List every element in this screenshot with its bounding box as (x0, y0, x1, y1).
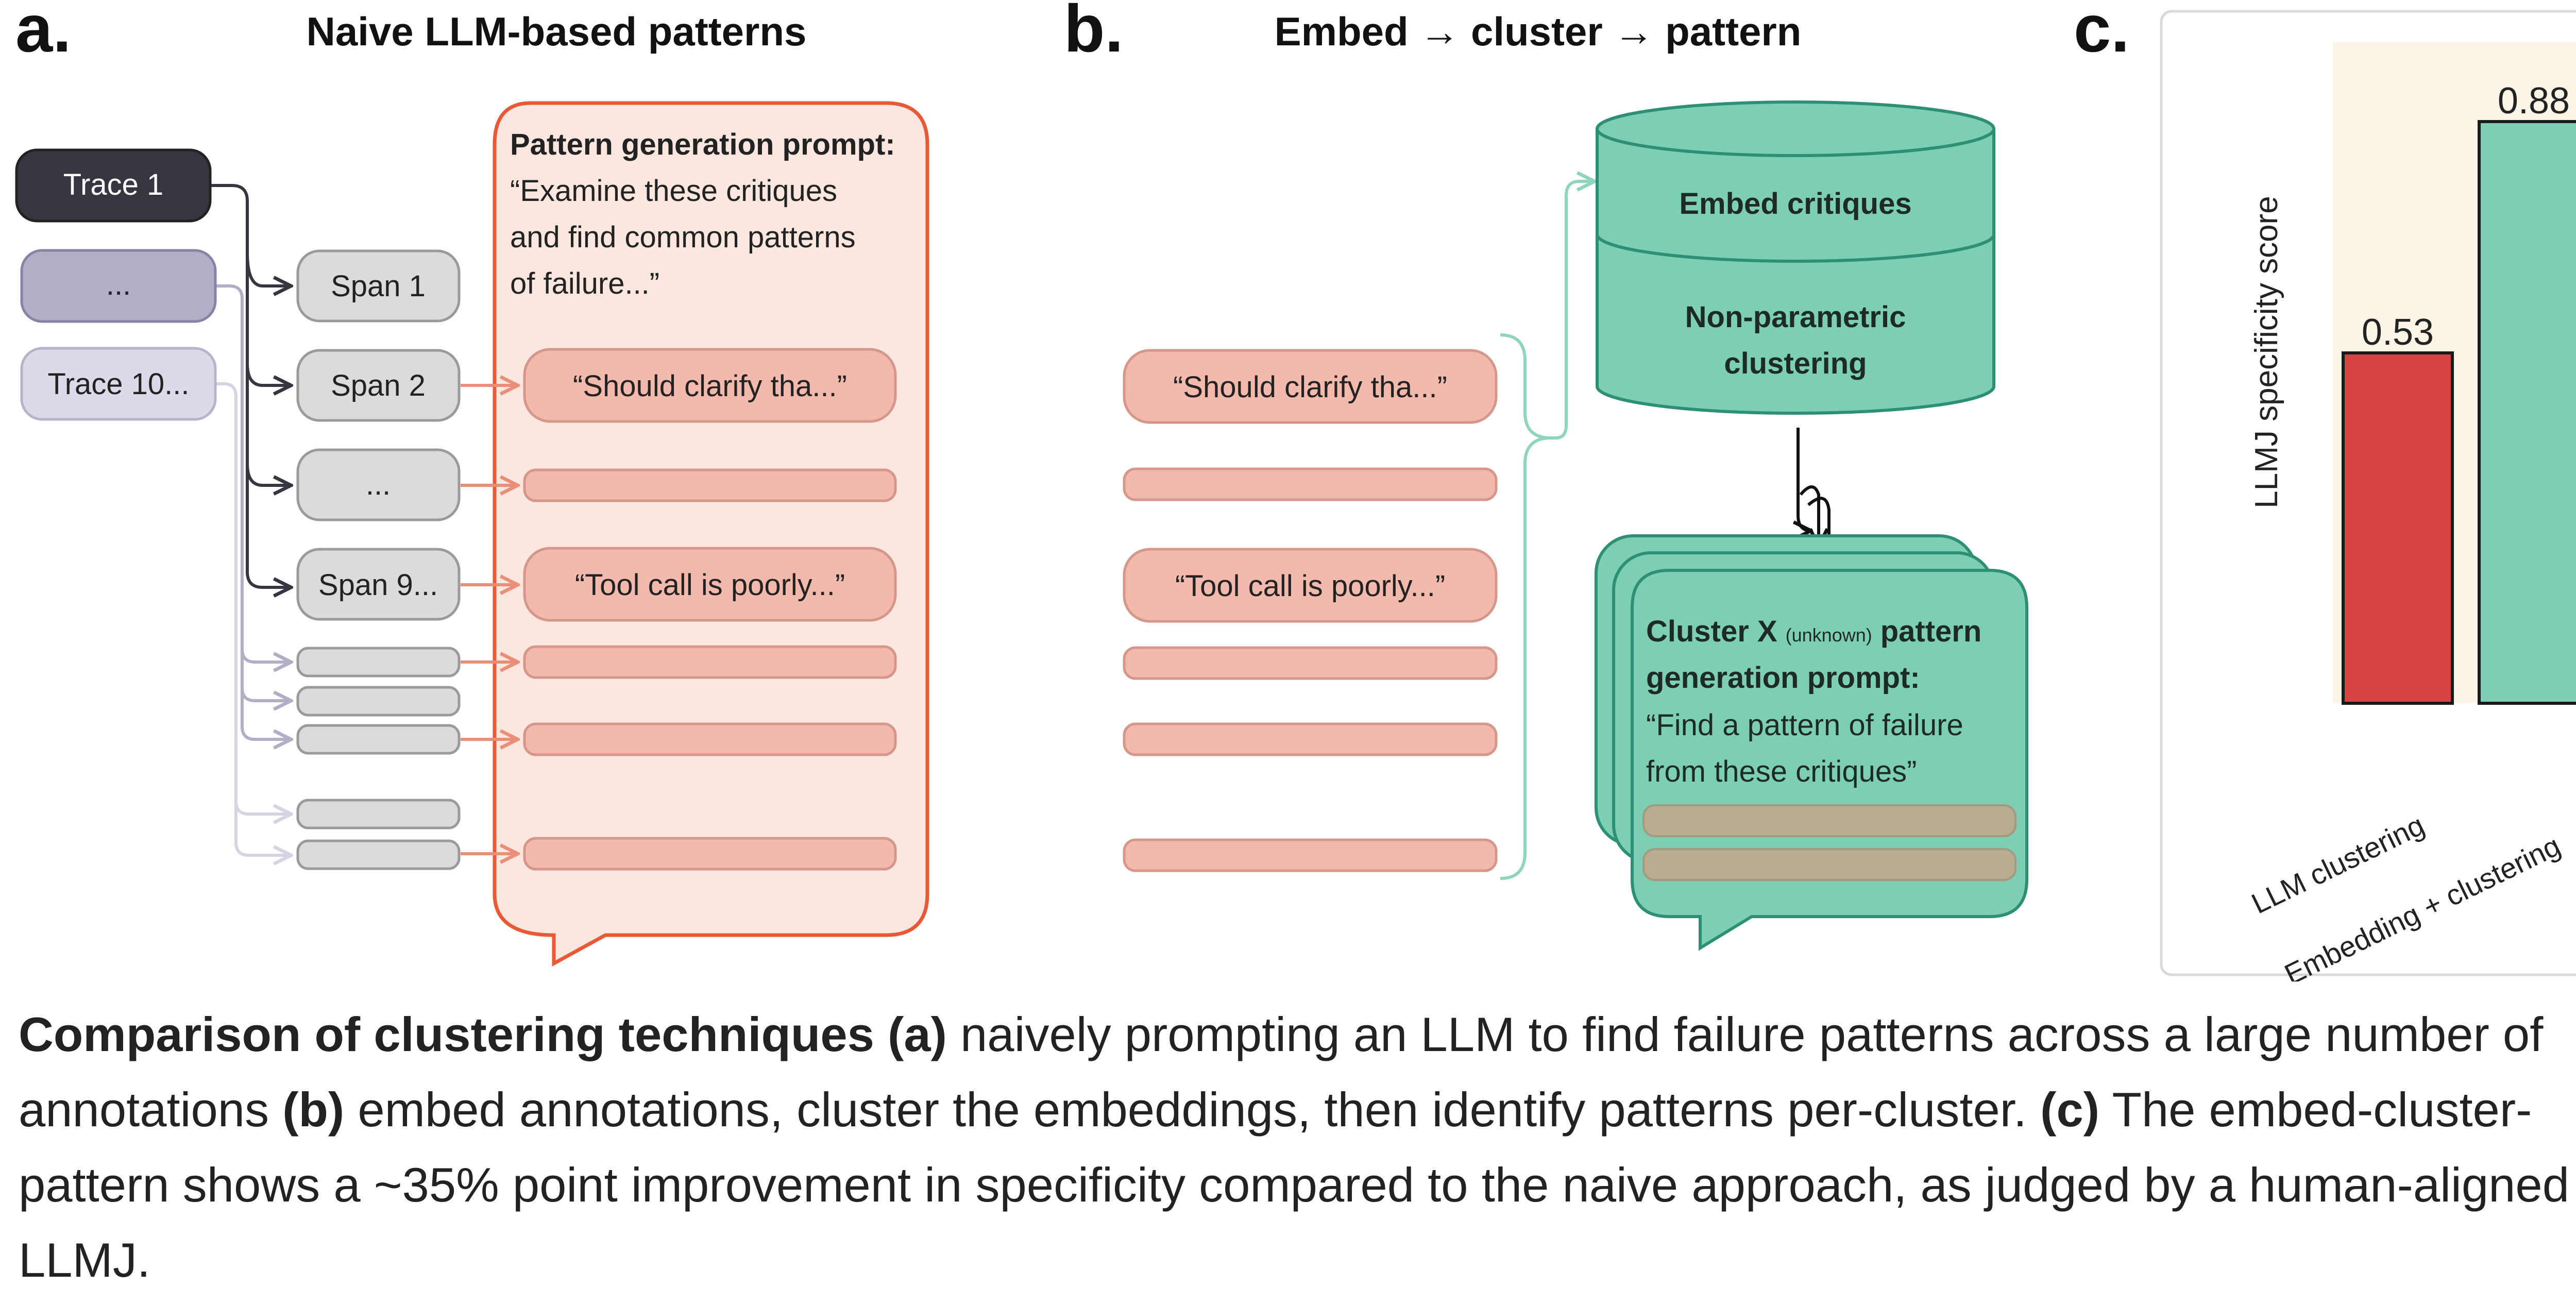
caption-a-text: naively prompting an LLM to find failure… (19, 1007, 2544, 1137)
critique-clarify: “Should clarify tha...” (523, 348, 897, 423)
critique-placeholder (1123, 467, 1498, 501)
panel-c-letter: c. (2074, 0, 2129, 66)
caption-b-text: embed annotations, cluster the embedding… (344, 1082, 2041, 1137)
critique-list-b: “Should clarify tha...” “Tool call is po… (1123, 349, 1498, 872)
brace-arrow (1551, 181, 1595, 439)
trace-list: Trace 1 ... Trace 10... (15, 148, 217, 421)
panel-a-letter: a. (15, 0, 71, 66)
trace-10: Trace 10... (20, 347, 217, 421)
span-ellipsis: ... (296, 448, 461, 521)
span-2-label: Span 2 (331, 369, 426, 402)
caption-c-tag: (c) (2040, 1082, 2100, 1137)
caption-lead: Comparison of clustering techniques (19, 1007, 874, 1061)
prompt-line: of failure...” (510, 267, 659, 300)
y-axis-label: LLMJ specificity score (2249, 196, 2284, 508)
db-cluster-label: Non-parametric (1685, 300, 1906, 334)
critique-tool-call: “Tool call is poorly...” (1123, 548, 1498, 623)
cluster-prompt-line: from these critiques” (1646, 755, 1917, 788)
cluster-heading: Cluster X (unknown) pattern (1646, 615, 1981, 648)
cluster-arrows (1798, 428, 1829, 569)
cluster-critique-placeholder (1642, 848, 2016, 881)
cluster-prompt-line: “Find a pattern of failure (1646, 708, 1963, 742)
trace-span-connectors (210, 184, 291, 855)
cluster-card-stack: Cluster X (unknown) pattern generation pro… (1595, 534, 2028, 951)
critique-placeholder (1123, 722, 1498, 756)
data-label: 0.88 (2498, 80, 2570, 122)
critique-clarify-label: “Should clarify tha...” (573, 369, 847, 403)
panel-a-title: Naive LLM-based patterns (307, 9, 807, 54)
figure-caption: Comparison of clustering techniques (a) … (19, 997, 2576, 1298)
prompt-heading: Pattern generation prompt: (510, 128, 895, 161)
critique-placeholder (523, 837, 897, 871)
span-2: Span 2 (296, 349, 461, 422)
span-list: Span 1 Span 2 ... Span 9... (296, 249, 461, 870)
caption-c-text: The embed-cluster-pattern shows a ~35% p… (19, 1082, 2569, 1287)
critique-placeholder (523, 722, 897, 756)
critique-placeholder (523, 468, 897, 502)
cluster-heading-line2: generation prompt: (1646, 661, 1920, 695)
critique-list-a: “Should clarify tha...” “Tool call is po… (523, 348, 897, 871)
span-placeholder (296, 799, 461, 830)
caption-a-tag: (a) (888, 1007, 947, 1061)
cluster-heading-name: Cluster X (1646, 615, 1777, 648)
span-1: Span 1 (296, 249, 461, 323)
cluster-heading-rest: pattern (1880, 615, 1982, 648)
span-placeholder (296, 647, 461, 678)
critique-clarify-label: “Should clarify tha...” (1173, 370, 1447, 404)
trace-ellipsis-label: ... (106, 268, 131, 301)
prompt-line: and find common patterns (510, 221, 856, 254)
span-placeholder (296, 686, 461, 717)
prompt-line: “Examine these critiques (510, 174, 837, 208)
db-embed-label: Embed critiques (1679, 187, 1911, 221)
cluster-unknown-tag: (unknown) (1786, 624, 1872, 646)
cluster-critique-placeholder (1642, 804, 2016, 837)
critique-tool-call-label: “Tool call is poorly...” (575, 568, 845, 602)
caption-b-tag: (b) (282, 1082, 345, 1137)
trace-1-label: Trace 1 (63, 168, 163, 201)
trace-1: Trace 1 (15, 148, 212, 223)
panel-b-title: Embed → cluster → pattern (1275, 9, 1802, 54)
span-critique-arrows (461, 385, 518, 854)
critique-placeholder (523, 645, 897, 679)
span-placeholder (296, 839, 461, 870)
critique-tool-call-label: “Tool call is poorly...” (1175, 569, 1445, 603)
panel-b-letter: b. (1064, 0, 1124, 66)
db-cluster-label: clustering (1724, 347, 1867, 380)
bar (2478, 120, 2576, 705)
span-1-label: Span 1 (331, 269, 426, 303)
span-ellipsis-label: ... (366, 468, 391, 501)
critique-clarify: “Should clarify tha...” (1123, 349, 1498, 424)
span-placeholder (296, 724, 461, 755)
span-9-label: Span 9... (318, 568, 438, 602)
trace-ellipsis: ... (20, 249, 217, 323)
critique-placeholder (1123, 838, 1498, 872)
figure: a. Naive LLM-based patterns Trace 1 ... … (15, 0, 2576, 982)
trace-10-label: Trace 10... (47, 367, 189, 401)
bar (2342, 351, 2454, 705)
data-label: 0.53 (2362, 312, 2434, 353)
critique-tool-call: “Tool call is poorly...” (523, 547, 897, 622)
critique-placeholder (1123, 646, 1498, 680)
embedding-database: Embed critiques Non-parametric clusterin… (1596, 100, 1995, 415)
curly-brace (1500, 333, 1551, 880)
span-9: Span 9... (296, 548, 461, 621)
